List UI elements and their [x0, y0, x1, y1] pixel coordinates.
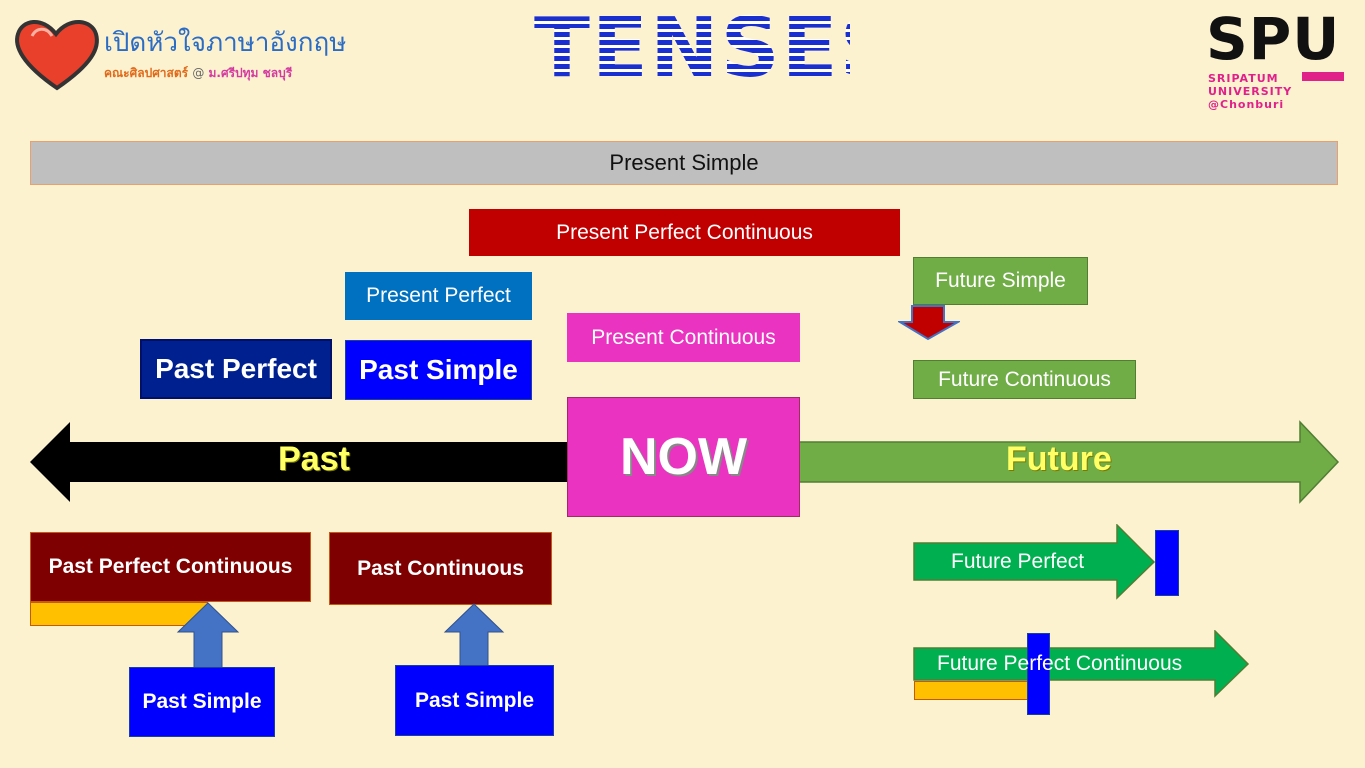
future-perfect-label: Future Perfect — [951, 550, 1085, 573]
up-arrow-icon — [443, 603, 505, 667]
spu-line-3: @Chonburi — [1208, 98, 1285, 111]
present-perfect-box: Present Perfect — [345, 272, 532, 320]
future-perfect-continuous-arrow-icon — [913, 630, 1250, 698]
spu-logo-bar — [1302, 72, 1344, 81]
future-perfect-arrow-icon — [913, 524, 1156, 600]
logo-university: ม.ศรีปทุม ชลบุรี — [208, 66, 293, 80]
past-perfect-continuous-box: Past Perfect Continuous — [30, 532, 311, 602]
future-perfect-continuous-label: Future Perfect Continuous — [937, 652, 1183, 675]
spu-logo-subtitle: SRIPATUM UNIVERSITY @Chonburi — [1208, 72, 1292, 111]
past-simple-left-box: Past Simple — [129, 667, 275, 737]
down-arrow-icon — [898, 305, 960, 341]
page-title: TENSES — [534, 1, 901, 96]
now-box: NOW — [567, 397, 800, 517]
past-perfect-box: Past Perfect — [140, 339, 332, 399]
future-continuous-box: Future Continuous — [913, 360, 1136, 399]
future-perfect-continuous-marker — [1027, 633, 1050, 715]
future-simple-box: Future Simple — [913, 257, 1088, 305]
logo-subtitle: คณะศิลปศาสตร์ @ ม.ศรีปทุม ชลบุรี — [104, 64, 292, 83]
spu-line-2: UNIVERSITY — [1208, 85, 1293, 98]
future-label: Future — [1006, 440, 1112, 478]
past-simple-right-box: Past Simple — [395, 665, 554, 736]
future-perfect-continuous-duration-bar — [914, 681, 1038, 700]
logo-faculty: คณะศิลปศาสตร์ — [104, 66, 189, 80]
logo-at: @ — [192, 66, 205, 80]
spu-line-1: SRIPATUM — [1208, 72, 1279, 85]
past-continuous-box: Past Continuous — [329, 532, 552, 605]
present-continuous-box: Present Continuous — [567, 313, 800, 362]
future-arrow-icon — [798, 420, 1340, 504]
present-perfect-continuous-box: Present Perfect Continuous — [469, 209, 900, 256]
past-perfect-continuous-duration-bar — [30, 602, 208, 626]
past-label: Past — [278, 440, 350, 478]
present-simple-bar: Present Simple — [30, 141, 1338, 185]
spu-logo: SPU — [1206, 5, 1341, 73]
logo-title: เปิดหัวใจภาษาอังกฤษ — [104, 28, 347, 58]
future-perfect-marker — [1155, 530, 1179, 596]
past-arrow-icon — [30, 422, 571, 502]
heart-logo-icon — [15, 20, 99, 91]
past-simple-top-box: Past Simple — [345, 340, 532, 400]
up-arrow-icon — [176, 602, 240, 670]
